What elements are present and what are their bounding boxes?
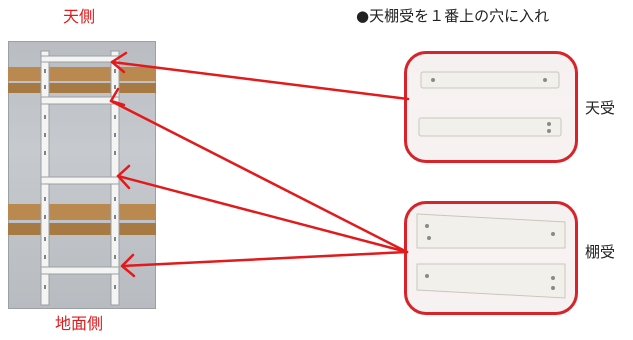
frame-crossbar [40,96,120,105]
instruction-text: ●天棚受を１番上の穴に入れ [356,7,550,25]
arrow-line [116,174,409,254]
arrow-head [110,51,128,74]
shelf-receiver-parts [407,204,575,312]
top-receiver-part [420,71,560,89]
top-receiver-part [418,117,562,137]
top-side-label: 天側 [63,7,96,26]
arrow-line [120,250,409,268]
shelf-receiver-part [416,213,566,249]
frame-crossbar [40,55,120,63]
shelf-frame-illustration [8,50,156,306]
frame-photo [8,41,156,309]
arrow-head [109,87,126,107]
arrow-line [110,60,410,101]
shelf-receiver-photo [404,201,578,315]
arrow-head [120,253,136,278]
arrow-head [116,164,131,190]
top-receiver-photo [404,51,578,163]
top-receiver-parts [407,54,575,160]
shelf-receiver-part [416,263,566,299]
arrow-line [109,99,409,254]
top-receiver-label: 天受 [585,99,616,117]
frame-holes [44,69,116,289]
shelf-receiver-label: 棚受 [585,243,616,261]
frame-crossbar [40,266,120,275]
frame-crossbar [40,176,120,185]
wood-board [8,83,156,93]
ground-side-label: 地面側 [55,314,104,333]
